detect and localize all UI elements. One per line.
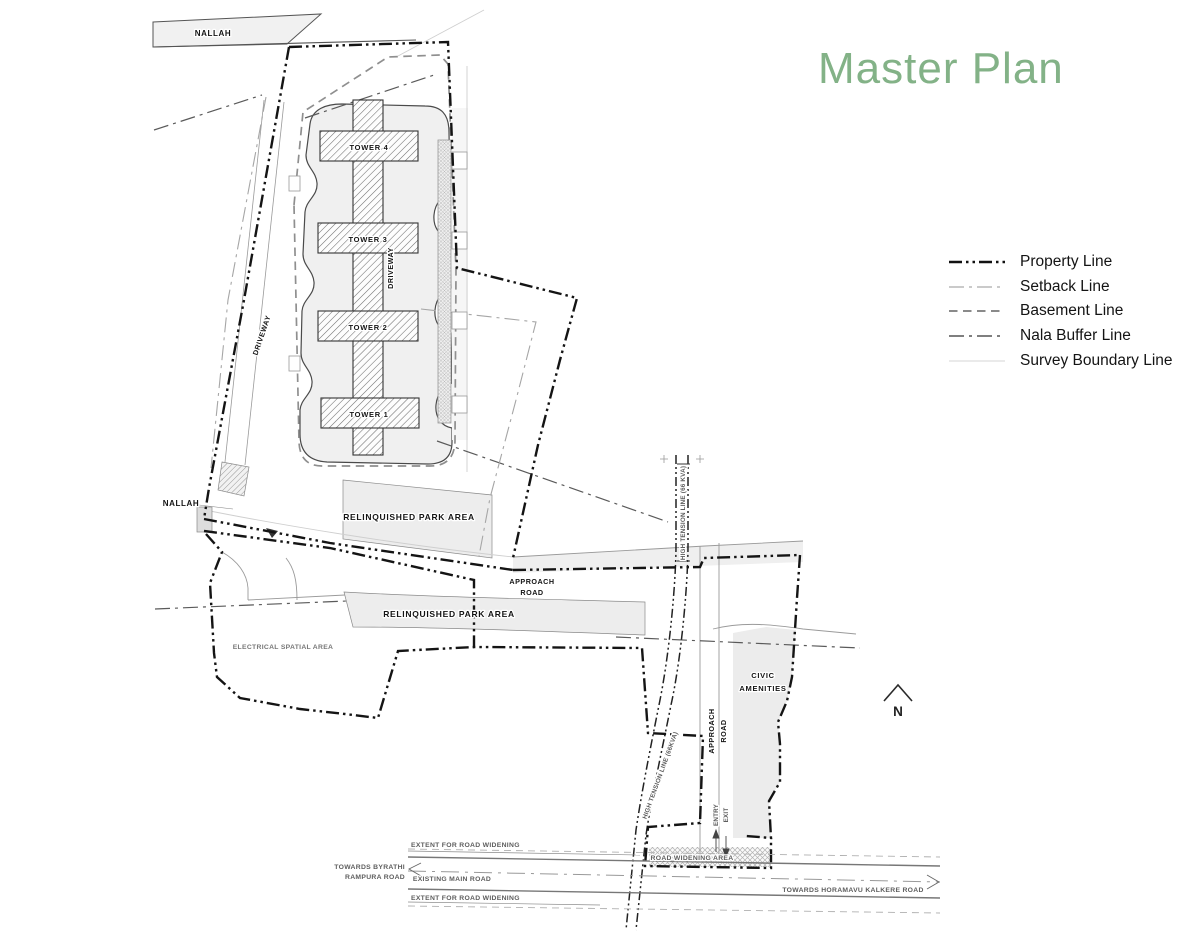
property-lines	[202, 40, 802, 870]
nala-buffer-lines	[153, 74, 861, 649]
survey-boundary-line-swatch	[949, 360, 1005, 362]
towards-horamavu-label: TOWARDS HORAMAVU KALKERE ROAD	[782, 887, 923, 894]
approach-road-1-line1: APPROACH	[509, 577, 554, 586]
plan-labels: NALLAH NALLAH TOWER 4 TOWER 3 TOWER 2 TO…	[161, 28, 924, 904]
tower-3-footprint	[317, 222, 419, 254]
tower-1-footprint	[320, 397, 420, 429]
legend-label: Basement Line	[1020, 302, 1124, 320]
civic-amenities-line2: AMENITIES	[739, 684, 786, 693]
basement-line-swatch	[949, 310, 1005, 313]
extent-road-widening-bottom: EXTENT FOR ROAD WIDENING	[411, 895, 520, 902]
ht-line-vertical-label: HIGH TENSION LINE (66 KVA)	[680, 466, 687, 560]
driveway-edges	[224, 99, 285, 466]
side-pods	[288, 151, 468, 414]
nala-buffer-line-swatch	[949, 335, 1005, 337]
nallah-band	[152, 13, 323, 48]
park-area-upper-label: RELINQUISHED PARK AREA	[343, 512, 475, 522]
legend: Property Line Setback Line Basement Line…	[948, 250, 1173, 373]
page-title: Master Plan	[818, 44, 1064, 93]
property-line-swatch	[949, 260, 1005, 264]
tower-4-label: TOWER 4	[350, 143, 389, 152]
road-widening-area-label: ROAD WIDENING AREA	[651, 855, 734, 862]
setback-lines	[210, 96, 537, 557]
approach-road-2-line2: ROAD	[719, 719, 728, 742]
electrical-area-label: ELECTRICAL SPATIAL AREA	[233, 644, 334, 651]
legend-item-basement-line: Basement Line	[948, 299, 1173, 324]
civic-amenities-line1: CIVIC	[751, 671, 775, 680]
towards-byrathi-line1: TOWARDS BYRATHI	[334, 864, 405, 871]
nallah-top-label: NALLAH	[195, 29, 231, 38]
high-tension-ticks	[660, 455, 704, 562]
north-arrow: N	[883, 683, 913, 719]
tower-3-label: TOWER 3	[349, 235, 388, 244]
approach-road-2-line1: APPROACH	[707, 708, 716, 753]
tower-block	[317, 99, 420, 456]
driveway-center-label: DRIVEWAY	[386, 247, 395, 289]
legend-item-property-line: Property Line	[948, 250, 1173, 275]
legend-item-setback-line: Setback Line	[948, 275, 1173, 300]
survey-boundary-lines	[152, 9, 857, 635]
tower-2-footprint	[317, 310, 419, 342]
tower-4-footprint	[319, 130, 419, 162]
north-label: N	[893, 704, 903, 719]
legend-item-nala-buffer-line: Nala Buffer Line	[948, 324, 1173, 349]
legend-label: Property Line	[1020, 253, 1113, 271]
nallah-ramp	[217, 461, 250, 497]
park-area-lower-label: RELINQUISHED PARK AREA	[383, 609, 515, 619]
approach-road-east-band	[513, 541, 803, 573]
main-road	[407, 848, 941, 914]
driveway-left-label: DRIVEWAY	[251, 314, 273, 356]
legend-item-survey-boundary-line: Survey Boundary Line	[948, 348, 1173, 373]
tower-2-label: TOWER 2	[349, 323, 388, 332]
nallah-leader-line	[198, 504, 234, 510]
high-tension-line	[625, 455, 689, 931]
exit-label: EXIT	[723, 808, 730, 823]
approach-road-1-line2: ROAD	[520, 588, 543, 597]
road-arrow-right	[926, 874, 940, 890]
legend-label: Setback Line	[1020, 277, 1110, 295]
tower-1-label: TOWER 1	[350, 410, 389, 419]
extent-road-widening-top: EXTENT FOR ROAD WIDENING	[411, 842, 520, 849]
area-fills	[152, 13, 803, 867]
civic-amenities-area	[733, 627, 796, 838]
entry-exit-arrows	[712, 828, 730, 859]
park-area-upper	[342, 479, 493, 559]
north-arrow-chevron	[883, 683, 913, 702]
existing-main-road-label: EXISTING MAIN ROAD	[413, 876, 491, 883]
ht-line-diagonal-label: HIGH TENSION LINE (66KVA)	[642, 731, 680, 820]
park-area-lower	[343, 591, 646, 636]
nallah-mid-label: NALLAH	[163, 499, 199, 508]
legend-label: Survey Boundary Line	[1020, 351, 1173, 369]
setback-line-swatch	[949, 286, 1005, 288]
driveway-ramp-strip	[437, 139, 452, 424]
entry-label: ENTRY	[713, 803, 720, 826]
legend-label: Nala Buffer Line	[1020, 327, 1131, 345]
road-arrow-left	[408, 862, 422, 877]
towards-byrathi-line2: RAMPURA ROAD	[345, 874, 405, 881]
